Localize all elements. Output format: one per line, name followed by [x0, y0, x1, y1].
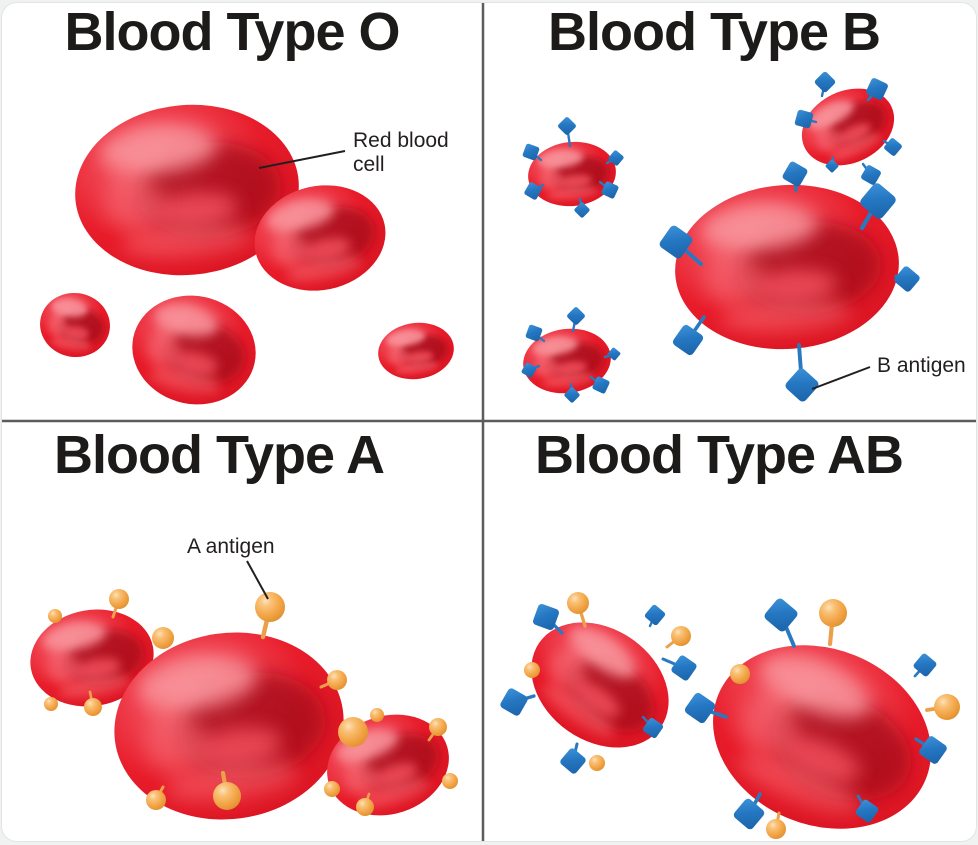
- red-blood-cell: [531, 622, 669, 748]
- b-antigen: [574, 197, 590, 218]
- a-antigen: [255, 592, 285, 640]
- a-antigen: [567, 592, 589, 628]
- title-blood-type-b: Blood Type B: [548, 2, 881, 62]
- b-antigen: [672, 315, 706, 356]
- b-antigen: [564, 382, 580, 403]
- b-antigen: [894, 266, 920, 292]
- red-blood-cell: [801, 88, 895, 166]
- annotation-text: A antigen: [187, 535, 275, 558]
- b-antigen: [598, 180, 619, 199]
- annotation-a: A antigen: [187, 535, 275, 600]
- b-antigen: [733, 792, 765, 830]
- a-antigen: [442, 773, 458, 789]
- b-antigen: [589, 375, 610, 394]
- quadrant-a: [30, 589, 458, 820]
- a-antigen: [524, 662, 540, 678]
- red-blood-cell: [675, 184, 899, 350]
- a-antigen: [84, 690, 102, 716]
- b-antigen: [525, 324, 546, 343]
- a-antigen: [48, 609, 62, 623]
- b-antigen: [914, 736, 947, 764]
- red-blood-cell: [523, 328, 611, 394]
- b-antigen: [794, 109, 818, 129]
- b-antigen: [764, 598, 798, 648]
- title-blood-type-o: Blood Type O: [64, 2, 401, 62]
- red-blood-cell: [528, 141, 616, 207]
- b-antigen: [859, 183, 896, 231]
- red-blood-cell: [30, 609, 154, 707]
- a-antigen: [766, 811, 786, 839]
- b-antigen: [567, 307, 585, 333]
- annotation-b: B antigen: [811, 354, 966, 390]
- title-blood-type-a: Blood Type A: [54, 425, 385, 485]
- a-antigen: [324, 781, 340, 797]
- a-antigen: [589, 755, 605, 771]
- quadrant-o: [40, 104, 454, 405]
- a-antigen: [925, 694, 960, 720]
- b-antigen: [603, 347, 621, 361]
- b-antigen: [605, 150, 624, 166]
- a-antigen: [44, 697, 58, 711]
- annotation-text: B antigen: [877, 354, 966, 377]
- red-blood-cell: [254, 185, 386, 291]
- cells-layer: [30, 71, 960, 839]
- b-antigen: [782, 161, 808, 193]
- quadrant-b: [521, 71, 920, 403]
- b-antigen: [855, 794, 879, 823]
- a-antigen: [319, 670, 347, 690]
- title-blood-type-ab: Blood Type AB: [535, 425, 904, 485]
- b-antigen: [644, 604, 666, 628]
- red-blood-cell: [713, 645, 931, 829]
- b-antigen: [814, 71, 836, 98]
- b-antigen: [532, 603, 564, 635]
- a-antigen: [665, 626, 691, 649]
- b-antigen: [521, 362, 541, 378]
- red-blood-cell: [75, 104, 299, 276]
- a-antigen: [356, 792, 374, 816]
- b-antigen: [866, 78, 888, 102]
- b-antigen: [500, 688, 536, 716]
- b-antigen: [560, 742, 586, 774]
- red-blood-cell: [114, 632, 344, 820]
- red-blood-cell: [378, 322, 454, 380]
- red-blood-cell: [132, 295, 256, 405]
- a-antigen: [819, 599, 847, 647]
- quadrant-ab: [500, 592, 960, 839]
- b-antigen: [659, 225, 703, 266]
- a-antigen: [109, 589, 129, 619]
- a-antigen: [338, 717, 368, 747]
- a-antigen: [370, 708, 384, 722]
- b-antigen: [684, 692, 728, 724]
- a-antigen: [427, 718, 447, 742]
- b-antigen: [641, 715, 664, 739]
- a-antigen: [730, 664, 750, 684]
- red-blood-cell: [40, 292, 110, 358]
- b-antigen: [558, 117, 576, 148]
- b-antigen: [861, 162, 881, 185]
- b-antigen: [524, 182, 545, 200]
- b-antigen: [661, 655, 697, 681]
- b-antigen: [913, 653, 937, 678]
- a-antigen: [152, 627, 174, 649]
- a-antigen: [146, 785, 166, 810]
- a-antigen: [213, 770, 241, 810]
- b-antigen: [882, 138, 902, 156]
- b-antigen: [825, 156, 839, 173]
- b-antigen: [785, 343, 819, 402]
- b-antigen: [522, 143, 543, 162]
